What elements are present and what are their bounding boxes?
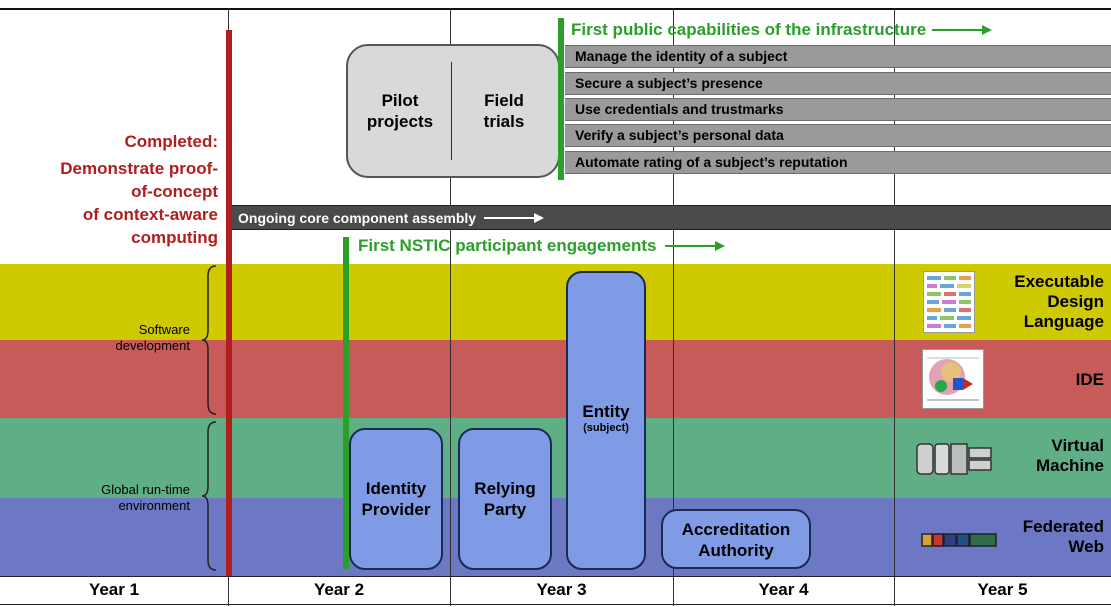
executable-design-language-label: Executable Design Language — [980, 272, 1104, 332]
software-line-2: development — [115, 338, 190, 353]
year-divider-4 — [894, 8, 895, 606]
arrow-right-icon — [664, 241, 725, 251]
relying-line-2: Party — [483, 500, 527, 519]
ide-text: IDE — [1075, 370, 1104, 389]
year-2-label: Year 2 — [313, 580, 365, 599]
fed-line-2: Web — [1068, 537, 1104, 556]
capability-label: Manage the identity of a subject — [575, 48, 788, 64]
brace-runtime-icon — [202, 421, 217, 571]
pilot-field-box — [346, 44, 560, 178]
capabilities-green-bar — [558, 18, 564, 180]
accreditation-line-1: Accreditation — [681, 520, 791, 539]
completed-line-1: Completed: — [124, 132, 219, 151]
entity-box: Entity (subject) — [566, 271, 646, 570]
completed-line-5: computing — [131, 228, 218, 247]
field-trials-label: Field trials — [454, 90, 554, 132]
year-4-label: Year 4 — [758, 580, 809, 599]
edl-line-2: Design — [1047, 292, 1104, 311]
field-line-2: trials — [483, 112, 525, 131]
identity-provider-box: Identity Provider — [349, 428, 443, 570]
year-1-label: Year 1 — [88, 580, 140, 599]
software-development-label: Software development — [60, 322, 190, 354]
arrow-right-icon — [932, 25, 993, 35]
software-line-1: Software — [138, 322, 190, 337]
capability-label: Automate rating of a subject’s reputatio… — [575, 154, 848, 170]
year-3-label: Year 3 — [536, 580, 587, 599]
virtual-machine-label: Virtual Machine — [980, 436, 1104, 476]
pilot-line-1: Pilot — [381, 91, 419, 110]
capability-row: Manage the identity of a subject — [565, 45, 1111, 68]
top-border — [0, 8, 1111, 10]
core-assembly-bar: Ongoing core component assembly — [230, 205, 1111, 230]
entity-label: Entity — [582, 402, 630, 421]
capabilities-title-text: First public capabilities of the infrast… — [571, 20, 927, 39]
fed-line-1: Federated — [1022, 517, 1104, 536]
pilot-projects-label: Pilot projects — [350, 90, 450, 132]
completed-red-bar — [226, 30, 232, 576]
pilot-field-divider — [451, 62, 452, 160]
nstic-title: First NSTIC participant engagements — [358, 236, 727, 256]
federated-web-thumbnail-icon — [920, 531, 1000, 549]
footer-border — [0, 604, 1111, 605]
vm-line-2: Machine — [1035, 456, 1104, 475]
completed-line-2: Demonstrate proof- — [60, 159, 218, 178]
arrow-right-icon — [484, 212, 545, 223]
capability-row: Use credentials and trustmarks — [565, 98, 1111, 121]
year-divider-2 — [450, 8, 451, 606]
year-5-label: Year 5 — [977, 580, 1028, 599]
field-line-1: Field — [484, 91, 524, 110]
accreditation-line-2: Authority — [698, 541, 774, 560]
design-language-thumbnail-icon — [923, 271, 975, 333]
relying-line-1: Relying — [474, 479, 536, 498]
federated-web-label: Federated Web — [980, 517, 1104, 557]
year-divider-3 — [673, 8, 674, 606]
edl-line-3: Language — [1023, 312, 1104, 331]
pilot-line-2: projects — [366, 112, 434, 131]
vm-line-1: Virtual — [1051, 436, 1104, 455]
entity-sublabel: (subject) — [583, 422, 629, 434]
nstic-green-bar — [343, 237, 349, 569]
completed-line-4: of context-aware — [82, 205, 218, 224]
runtime-line-2: environment — [118, 498, 190, 513]
runtime-environment-label: Global run-time environment — [40, 482, 190, 514]
capability-row: Automate rating of a subject’s reputatio… — [565, 151, 1111, 174]
completed-line-3: of-concept — [131, 182, 218, 201]
capability-row: Secure a subject’s presence — [565, 72, 1111, 95]
edl-line-1: Executable — [1014, 272, 1104, 291]
capability-label: Use credentials and trustmarks — [575, 101, 784, 117]
capabilities-title: First public capabilities of the infrast… — [571, 20, 994, 40]
capability-label: Verify a subject’s personal data — [575, 127, 784, 143]
relying-party-box: Relying Party — [458, 428, 552, 570]
identity-line-1: Identity — [365, 479, 427, 498]
brace-software-icon — [202, 265, 217, 415]
completed-label: Completed: Demonstrate proof- of-concept… — [0, 130, 218, 249]
runtime-line-1: Global run-time — [101, 482, 190, 497]
accreditation-authority-box: Accreditation Authority — [661, 509, 811, 569]
virtual-machine-thumbnail-icon — [915, 440, 995, 478]
ide-thumbnail-icon — [922, 349, 984, 409]
capability-label: Secure a subject’s presence — [575, 75, 763, 91]
core-assembly-label: Ongoing core component assembly — [238, 209, 477, 226]
ide-label: IDE — [1000, 370, 1104, 390]
identity-line-2: Provider — [361, 500, 431, 519]
bottom-border — [0, 576, 1111, 577]
nstic-title-text: First NSTIC participant engagements — [358, 236, 657, 255]
capability-row: Verify a subject’s personal data — [565, 124, 1111, 147]
